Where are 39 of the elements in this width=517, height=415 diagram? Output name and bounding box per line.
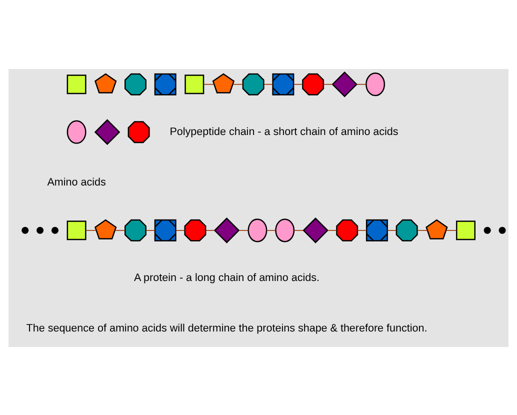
node-ellipse	[66, 120, 86, 144]
node-circle	[484, 226, 491, 234]
node-ellipse	[275, 218, 295, 242]
node-box	[184, 74, 204, 94]
node-box	[456, 220, 476, 240]
node-ellipse	[366, 72, 386, 96]
label: The sequence of amino acids will determine the proteins shape & therefore function.	[26, 322, 428, 334]
node-diamond	[302, 217, 328, 243]
node-octagon	[124, 72, 146, 95]
label: Polypeptide chain - a short chain of amino acids	[170, 125, 398, 138]
node-octagon	[302, 72, 324, 95]
node-ellipse	[248, 218, 268, 242]
label: Amino acids	[47, 176, 106, 188]
label: A protein - a long chain of amino acids.	[134, 271, 320, 284]
node-pentagon	[94, 218, 117, 239]
node-circle	[51, 226, 58, 234]
connector	[203, 83, 214, 84]
node-box	[66, 220, 86, 240]
connector	[356, 83, 366, 84]
connector	[293, 83, 303, 84]
connector	[323, 83, 333, 84]
node-octagon	[128, 120, 150, 143]
node-circle	[22, 226, 29, 234]
node-octagon	[396, 218, 418, 241]
node-circle	[498, 226, 506, 234]
node-diamond	[94, 118, 120, 144]
node-pentagon	[426, 218, 448, 239]
node-octagon	[242, 72, 264, 95]
node-octagon	[184, 218, 206, 241]
connector	[263, 83, 273, 84]
node-octagon	[336, 218, 358, 241]
node-diamond	[214, 217, 240, 243]
node-box	[66, 74, 86, 94]
node-octagon	[124, 218, 146, 241]
connector	[232, 83, 244, 84]
node-diamond	[332, 70, 358, 97]
node-circle	[36, 226, 44, 234]
node-pentagon	[94, 72, 117, 93]
node-pentagon	[212, 72, 235, 93]
